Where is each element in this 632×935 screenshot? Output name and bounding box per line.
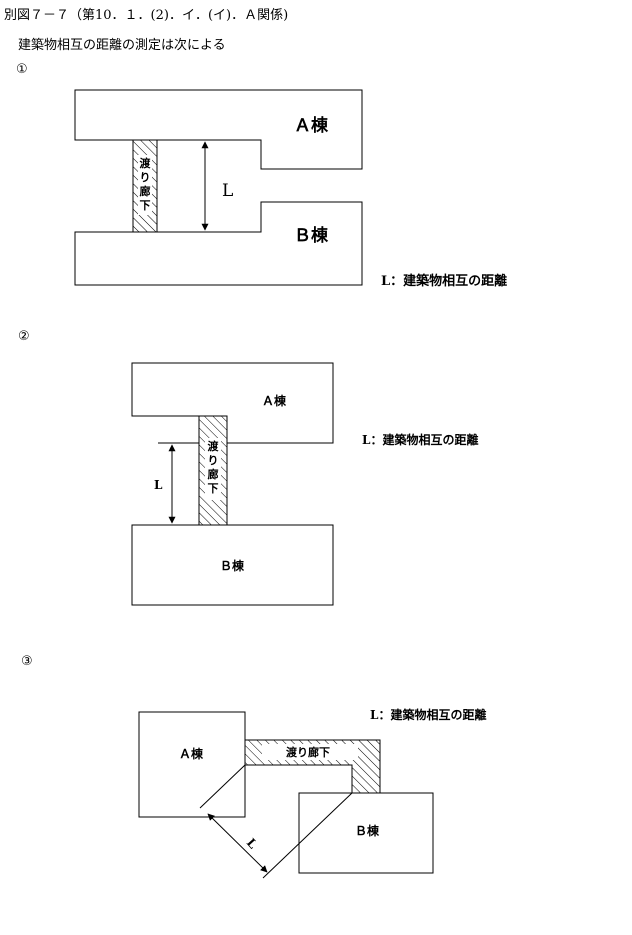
corridor-char-1: 渡	[140, 156, 152, 170]
corridor-label-bg	[205, 438, 221, 500]
corridor-label-bg	[262, 744, 358, 760]
legend: L：建築物相互の距離	[370, 707, 486, 722]
figure-1: 渡 り 廊 下 L Ａ棟 Ｂ棟 L：建築物相互の距離	[74, 89, 507, 289]
figure-1-number: ①	[16, 62, 28, 77]
building-a-outline	[74, 89, 363, 170]
building-b-outline	[131, 524, 334, 606]
building-b-label: Ｂ棟	[294, 225, 329, 246]
corridor-char-3: 廊	[208, 467, 219, 481]
corridor-label: 渡り廊下	[286, 745, 330, 759]
legend: L：建築物相互の距離	[381, 273, 507, 289]
building-b-label: Ｂ棟	[220, 558, 245, 573]
figure-3-number: ③	[21, 654, 33, 669]
extension-line-a	[199, 764, 246, 809]
distance-arrow	[207, 813, 268, 873]
building-a-outline	[138, 711, 246, 818]
figure-2-number: ②	[18, 329, 30, 344]
figure-2: 渡 り 廊 下 L Ａ棟 Ｂ棟 L：建築物相互の距離	[131, 362, 478, 606]
page-subtitle: 建築物相互の距離の測定は次による	[18, 38, 226, 53]
extension-line-b	[262, 792, 353, 879]
distance-label: L	[222, 181, 233, 201]
building-b-outline	[298, 792, 434, 874]
building-b-label: Ｂ棟	[355, 823, 380, 838]
building-b-outline	[74, 201, 363, 286]
figure-3: 渡り廊下 L Ａ棟 Ｂ棟 L：建築物相互の距離	[138, 707, 486, 879]
building-a-label: Ａ棟	[179, 746, 204, 761]
corridor-char-2: り	[140, 171, 151, 184]
building-a-outline	[131, 362, 334, 444]
building-a-label: Ａ棟	[262, 393, 287, 408]
corridor-label-bg	[138, 155, 152, 215]
legend: L：建築物相互の距離	[362, 432, 478, 447]
distance-label: L	[244, 836, 260, 852]
corridor-char-4: 下	[208, 482, 219, 495]
page-title: 別図７－７（第10．１．(2)．イ．(イ)．Ａ関係)	[4, 8, 289, 23]
distance-label: L	[154, 478, 163, 492]
corridor-char-4: 下	[140, 199, 151, 212]
corridor-char-1: 渡	[208, 439, 220, 453]
building-a-label: Ａ棟	[294, 115, 329, 136]
corridor-char-3: 廊	[140, 184, 151, 198]
corridor-char-2: り	[208, 454, 219, 467]
